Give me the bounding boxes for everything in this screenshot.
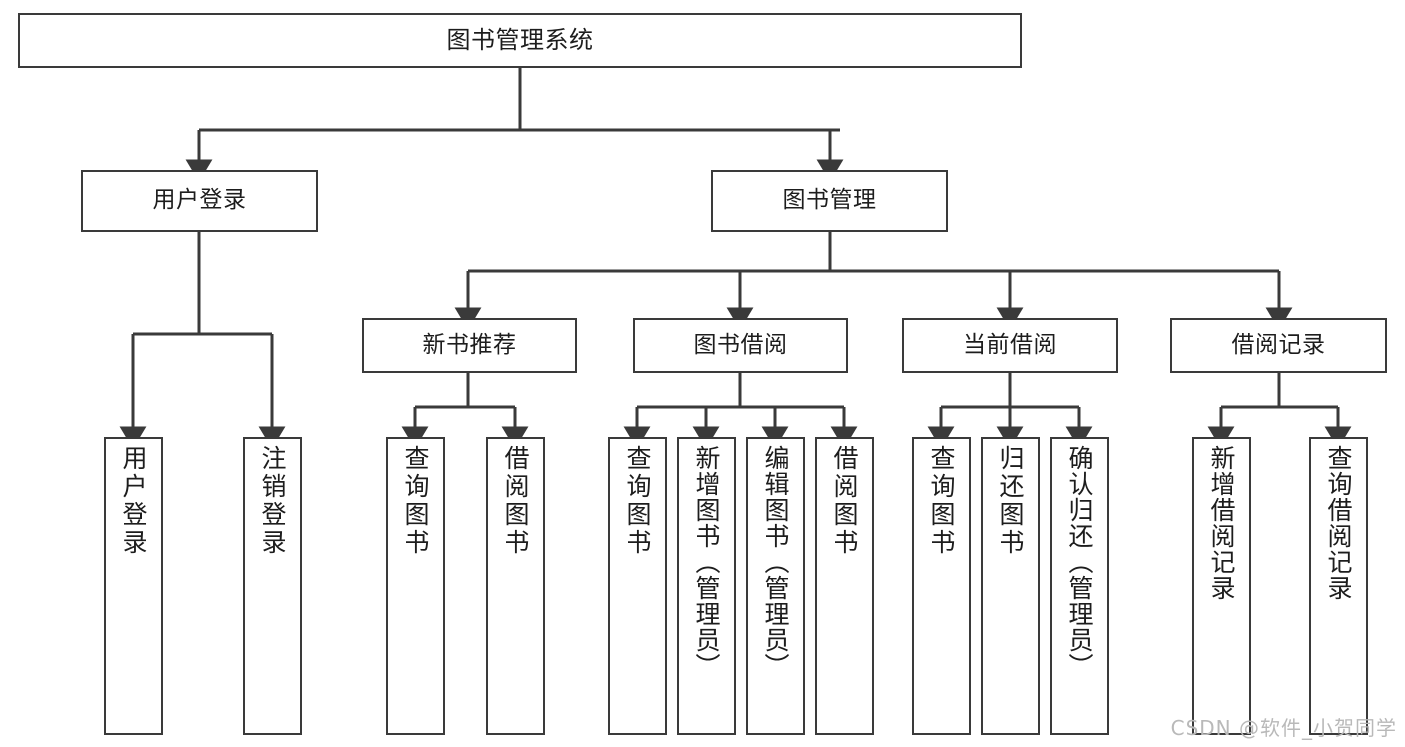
node-leaf-query-borrow-record[interactable]: 查询借阅记录 (1309, 437, 1368, 735)
node-label: 编辑图书（管理员） (761, 445, 790, 679)
node-leaf-query-book-borrow[interactable]: 查询图书 (608, 437, 667, 735)
node-label: 查询图书 (623, 445, 652, 557)
node-user-login[interactable]: 用户登录 (81, 170, 318, 232)
node-leaf-user-login[interactable]: 用户登录 (104, 437, 163, 735)
node-leaf-logout[interactable]: 注销登录 (243, 437, 302, 735)
node-label: 图书管理系统 (446, 26, 594, 55)
node-label: 查询图书 (927, 445, 956, 557)
node-label: 用户登录 (119, 445, 148, 557)
node-leaf-confirm-return-admin[interactable]: 确认归还（管理员） (1050, 437, 1109, 735)
node-borrow-record[interactable]: 借阅记录 (1170, 318, 1387, 373)
node-label: 确认归还（管理员） (1065, 445, 1094, 679)
node-label: 注销登录 (258, 445, 287, 557)
node-leaf-borrow-book[interactable]: 借阅图书 (815, 437, 874, 735)
node-label: 当前借阅 (963, 331, 1057, 358)
node-leaf-query-book-current[interactable]: 查询图书 (912, 437, 971, 735)
node-label: 查询图书 (401, 445, 430, 557)
node-label: 借阅图书 (501, 445, 530, 557)
node-leaf-query-book-rec[interactable]: 查询图书 (386, 437, 445, 735)
node-leaf-add-borrow-record[interactable]: 新增借阅记录 (1192, 437, 1251, 735)
node-label: 图书管理 (782, 187, 877, 214)
node-label: 借阅图书 (830, 445, 859, 557)
node-label: 归还图书 (996, 445, 1025, 557)
node-book-management[interactable]: 图书管理 (711, 170, 948, 232)
node-leaf-borrow-book-rec[interactable]: 借阅图书 (486, 437, 545, 735)
node-label: 查询借阅记录 (1324, 445, 1353, 601)
node-label: 新增图书（管理员） (692, 445, 721, 679)
node-leaf-edit-book-admin[interactable]: 编辑图书（管理员） (746, 437, 805, 735)
node-leaf-return-book[interactable]: 归还图书 (981, 437, 1040, 735)
node-current-borrow[interactable]: 当前借阅 (902, 318, 1118, 373)
node-label: 图书借阅 (693, 331, 788, 358)
node-label: 用户登录 (152, 187, 247, 214)
node-book-borrow[interactable]: 图书借阅 (633, 318, 848, 373)
node-label: 新增借阅记录 (1207, 445, 1236, 601)
node-label: 借阅记录 (1231, 331, 1326, 358)
node-root-system[interactable]: 图书管理系统 (18, 13, 1022, 68)
node-label: 新书推荐 (422, 331, 517, 358)
node-new-book-recommend[interactable]: 新书推荐 (362, 318, 577, 373)
node-leaf-add-book-admin[interactable]: 新增图书（管理员） (677, 437, 736, 735)
